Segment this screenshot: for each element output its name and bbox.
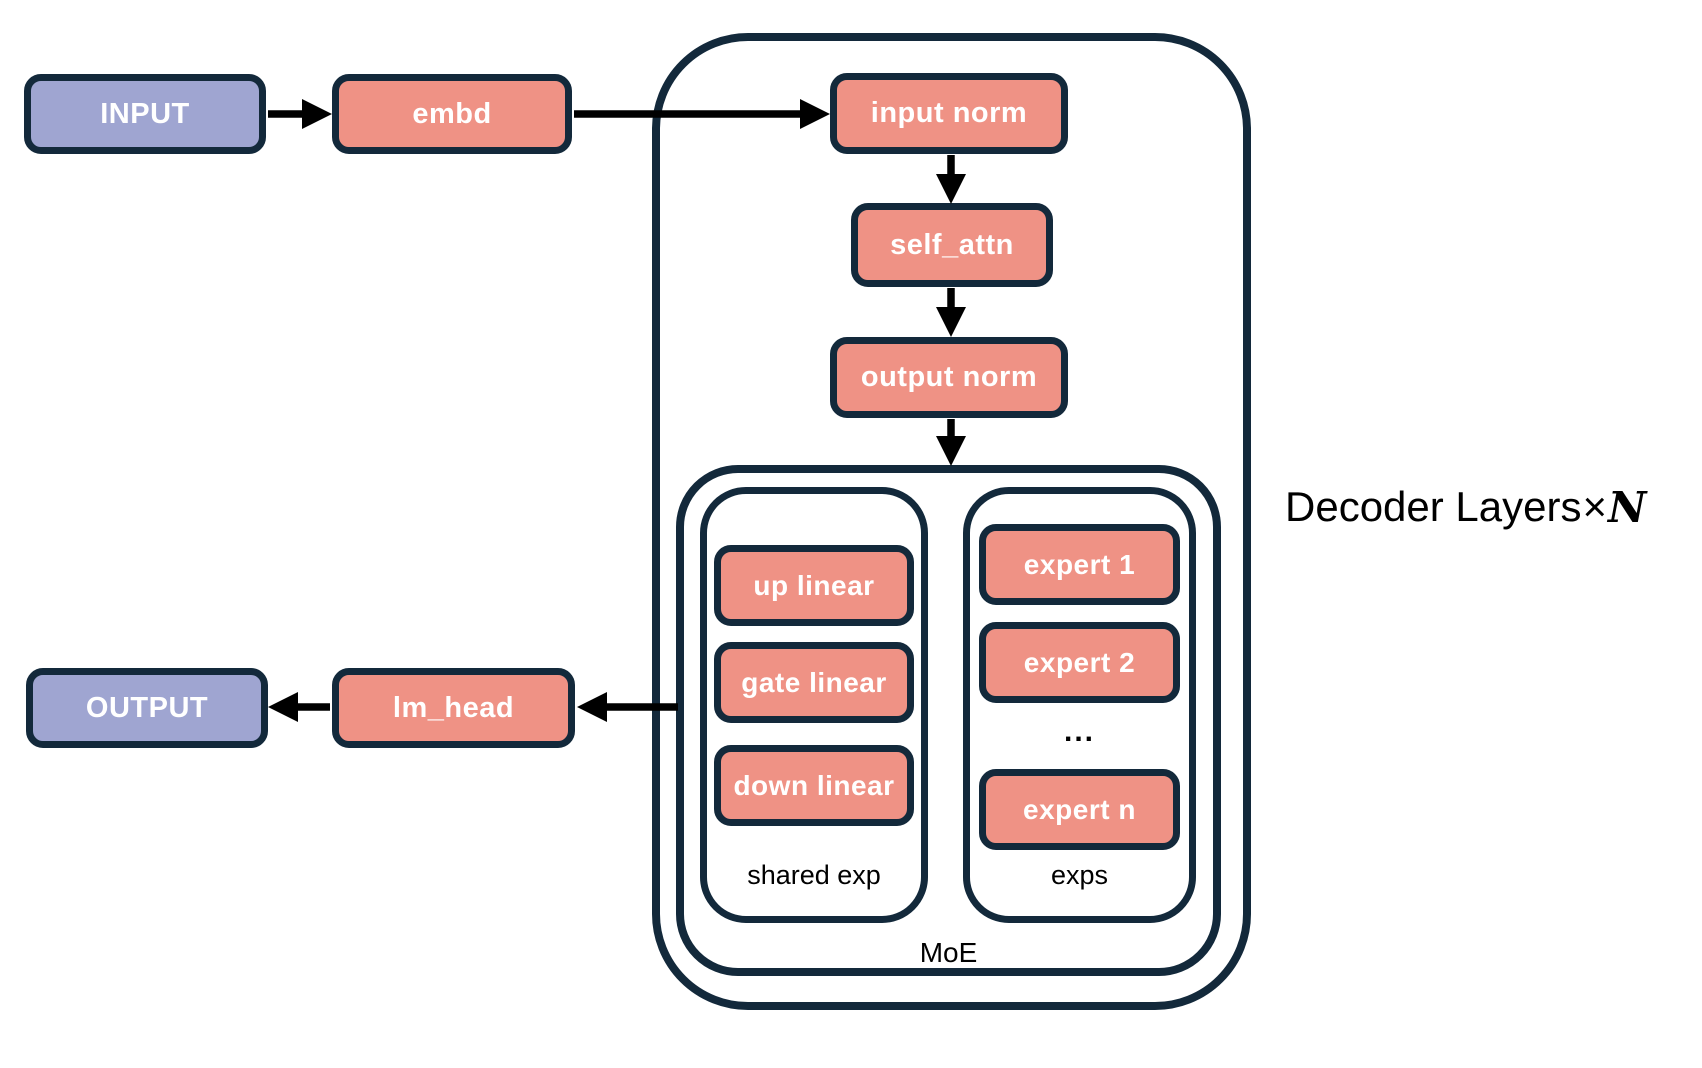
- moe-label: MoE: [919, 937, 978, 968]
- experts-ellipsis-label: ...: [1063, 715, 1095, 748]
- exps-label: exps: [1050, 859, 1109, 890]
- node-expert-2: expert 2: [979, 622, 1180, 703]
- node-input: INPUT: [24, 74, 266, 154]
- times-sign: ×: [1582, 483, 1608, 530]
- node-expert-1: expert 1: [979, 524, 1180, 605]
- node-input-norm: input norm: [830, 73, 1068, 154]
- node-self-attn: self_attn: [851, 203, 1053, 287]
- node-output-norm: output norm: [830, 337, 1068, 418]
- arrow-input-to-embd: [268, 99, 332, 129]
- node-lm-head: lm_head: [332, 668, 575, 748]
- n-variable: N: [1608, 482, 1647, 532]
- node-down-linear: down linear: [714, 745, 914, 826]
- node-up-linear: up linear: [714, 545, 914, 626]
- node-gate-linear: gate linear: [714, 642, 914, 723]
- node-output: OUTPUT: [26, 668, 268, 748]
- node-embd: embd: [332, 74, 572, 154]
- arrow-lm-head-to-output: [268, 692, 330, 722]
- node-expert-n: expert n: [979, 769, 1180, 850]
- shared-exp-label: shared exp: [747, 859, 881, 890]
- decoder-layers-text: Decoder Layers: [1285, 483, 1582, 530]
- decoder-layers-annotation: Decoder Layers×N: [1285, 482, 1646, 532]
